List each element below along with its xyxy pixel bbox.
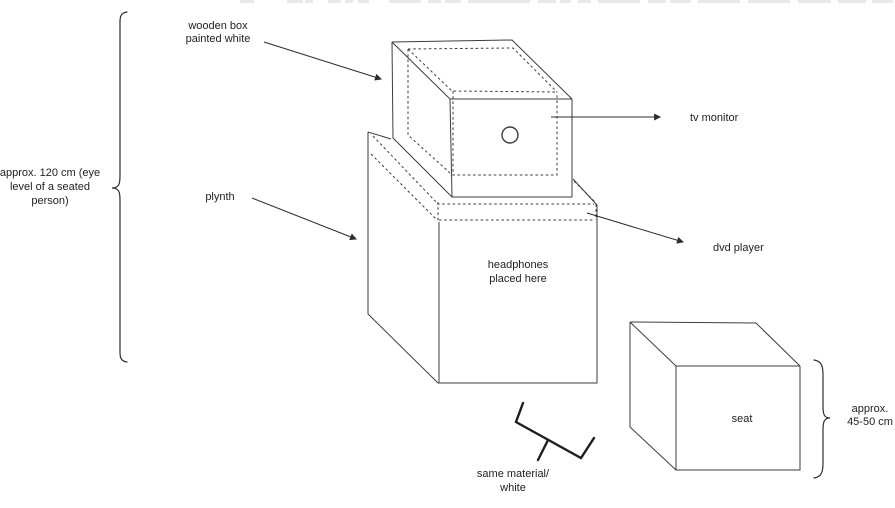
dvd-player-arrow [586,212,685,244]
cropped-text-fragments [240,0,893,3]
material-bracket [514,401,596,462]
seat-height-brace [813,359,831,479]
svg-text:headphones: headphones [488,259,549,271]
tv-monitor-label: tv monitor [690,112,739,124]
wooden-box-arrow [263,41,383,81]
svg-text:white: white [499,482,526,494]
material-label: same material/ white [477,468,550,494]
plinth-outline [367,131,598,384]
svg-text:approx. 120 cm (eye: approx. 120 cm (eye [0,167,100,179]
svg-text:wooden box: wooden box [187,20,248,32]
seat-outline [629,321,801,471]
svg-text:approx.: approx. [852,403,889,415]
wooden-box-label: wooden box painted white [186,20,251,45]
plinth-label: plynth [205,191,234,203]
tv-monitor-dashed-outline [407,47,558,176]
seat-height-label: approx. 45-50 cm [847,403,893,428]
svg-text:plynth: plynth [205,191,234,203]
svg-text:45-50 cm: 45-50 cm [847,416,893,428]
svg-text:painted white: painted white [186,33,251,45]
svg-text:tv monitor: tv monitor [690,112,739,124]
svg-text:level of a seated: level of a seated [10,181,90,193]
plinth-arrow [251,197,357,241]
svg-text:placed here: placed here [489,273,547,285]
headphones-label: headphones placed here [488,259,549,285]
svg-text:dvd player: dvd player [713,242,764,254]
dvd-player-dashed-outline [370,135,597,222]
dvd-player-label: dvd player [713,242,764,254]
seat-label: seat [732,413,753,425]
svg-text:same material/: same material/ [477,468,550,480]
peephole-circle [501,126,519,144]
svg-text:person): person) [31,195,68,207]
wooden-box-outline [391,39,573,198]
svg-text:seat: seat [732,413,753,425]
eye-level-label: approx. 120 cm (eye level of a seated pe… [0,167,100,207]
eye-level-brace [111,11,128,363]
